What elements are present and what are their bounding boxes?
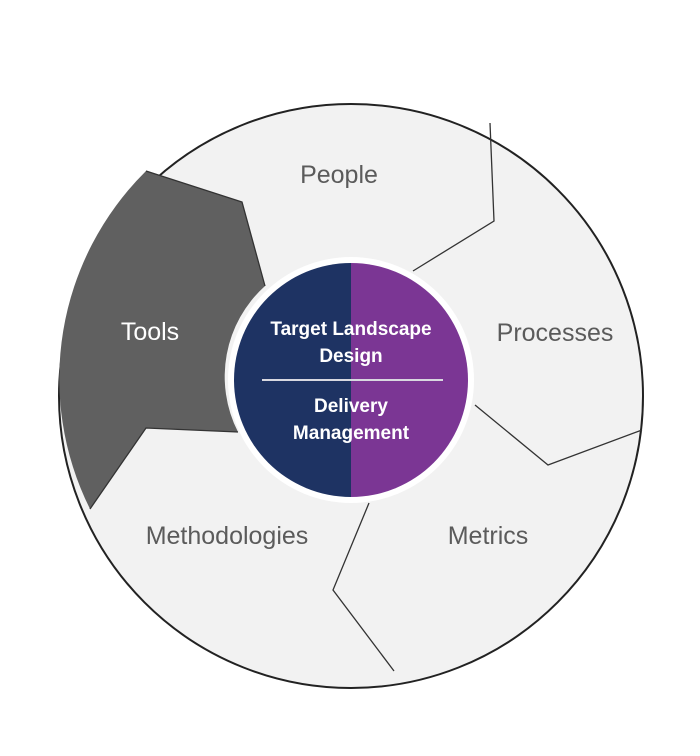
- hub-bottom-line1: Delivery: [314, 396, 388, 417]
- segment-processes-label[interactable]: Processes: [497, 319, 614, 347]
- hub-bottom-line2: Management: [293, 423, 410, 444]
- divider-methodologies-metrics: [332, 502, 395, 672]
- segment-methodologies-label[interactable]: Methodologies: [146, 522, 309, 550]
- hub-top-line2: Design: [319, 346, 382, 367]
- divider-people-tools: [145, 170, 266, 287]
- segment-people-label[interactable]: People: [300, 161, 378, 189]
- hub-top-line1: Target Landscape: [270, 319, 431, 340]
- segment-metrics-label[interactable]: Metrics: [448, 522, 529, 550]
- segment-tools-label[interactable]: Tools: [121, 318, 179, 346]
- divider-metrics-processes: [474, 404, 643, 466]
- segment-dividers: [89, 122, 643, 672]
- divider-tools-methodologies: [89, 427, 239, 510]
- divider-processes-people: [412, 122, 495, 272]
- segment-tools-shape[interactable]: [59, 171, 266, 509]
